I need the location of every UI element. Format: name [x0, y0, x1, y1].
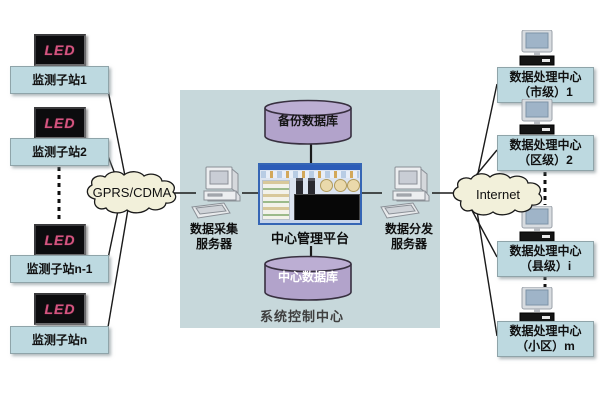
- pc-icon-2: [519, 99, 555, 135]
- led-display-icon-1: LED: [34, 34, 86, 66]
- led-icon-text: LED: [44, 115, 76, 131]
- station-label-1: 监测子站1: [10, 66, 109, 94]
- platform-gauge-icon: [347, 179, 360, 192]
- platform-label-text: 中心管理平台: [270, 231, 349, 246]
- station-label-text: 监测子站2: [32, 144, 87, 159]
- gprs-cdma-cloud: GPRS/CDMA: [83, 170, 181, 215]
- collection-server-icon: [191, 166, 241, 219]
- platform-gauge-icon: [334, 179, 347, 192]
- collection-server-label: 数据采集 服务器: [172, 222, 256, 252]
- processing-center-line2: （市级）1: [518, 85, 573, 99]
- platform-gauge-icon: [320, 179, 333, 192]
- gprs-cloud-label: GPRS/CDMA: [92, 185, 172, 200]
- station-label-4: 监测子站n: [10, 326, 109, 354]
- platform-tank-icon: [296, 178, 303, 195]
- internet-cloud: Internet: [449, 172, 547, 217]
- led-display-icon-4: LED: [34, 293, 86, 325]
- led-icon-text: LED: [44, 42, 76, 58]
- management-platform-screenshot: [258, 163, 362, 225]
- processing-center-line1: 数据处理中心: [509, 70, 582, 84]
- central-db-label: 中心数据库: [277, 270, 338, 284]
- distribution-server-line2: 服务器: [390, 237, 427, 251]
- platform-side-panel: [262, 180, 290, 220]
- central-database-cylinder: 中心数据库: [263, 255, 353, 302]
- pc-icon-3: [519, 206, 555, 242]
- platform-tank-icon: [308, 178, 315, 195]
- cloud-shape: [86, 171, 177, 214]
- led-icon-text: LED: [44, 301, 76, 317]
- processing-center-line2: （区级）2: [518, 153, 573, 167]
- station-label-text: 监测子站1: [32, 72, 87, 87]
- backup-database-cylinder: 备份数据库: [263, 99, 353, 146]
- platform-label: 中心管理平台: [250, 228, 370, 247]
- led-icon-text: LED: [44, 232, 76, 248]
- distribution-server-icon: [380, 166, 430, 219]
- platform-statusbar: [260, 220, 360, 223]
- backup-db-label: 备份数据库: [277, 114, 338, 128]
- processing-center-line1: 数据处理中心: [509, 324, 582, 338]
- platform-black-chart: [294, 194, 360, 223]
- platform-titlebar: [260, 165, 360, 170]
- distribution-server-label: 数据分发 服务器: [367, 222, 451, 252]
- station-label-2: 监测子站2: [10, 138, 109, 166]
- processing-center-label-4: 数据处理中心 （小区）m: [497, 321, 594, 357]
- led-display-icon-2: LED: [34, 107, 86, 139]
- station-label-text: 监测子站n-1: [26, 261, 93, 276]
- station-label-text: 监测子站n: [31, 332, 88, 347]
- distribution-server-line1: 数据分发: [384, 222, 433, 236]
- processing-center-line1: 数据处理中心: [509, 244, 582, 258]
- collection-server-line2: 服务器: [195, 237, 232, 251]
- cylinder-shape: [264, 99, 352, 145]
- processing-center-line2: （小区）m: [516, 339, 575, 353]
- cloud-shape: [452, 173, 543, 216]
- internet-cloud-label: Internet: [475, 187, 521, 202]
- control-center-label-text: 系统控制中心: [259, 309, 344, 324]
- platform-toolbar: [261, 171, 359, 178]
- pc-icon-1: [519, 30, 555, 66]
- control-center-label: 系统控制中心: [232, 306, 372, 325]
- processing-center-label-1: 数据处理中心 （市级）1: [497, 67, 594, 103]
- station-label-3: 监测子站n-1: [10, 255, 109, 283]
- cylinder-shape: [264, 255, 352, 301]
- pc-icon-4: [519, 287, 555, 323]
- led-display-icon-3: LED: [34, 224, 86, 256]
- processing-center-line2: （县级）i: [519, 259, 572, 273]
- collection-server-line1: 数据采集: [189, 222, 238, 236]
- processing-center-label-2: 数据处理中心 （区级）2: [497, 135, 594, 171]
- processing-center-label-3: 数据处理中心 （县级）i: [497, 241, 594, 277]
- processing-center-line1: 数据处理中心: [509, 138, 582, 152]
